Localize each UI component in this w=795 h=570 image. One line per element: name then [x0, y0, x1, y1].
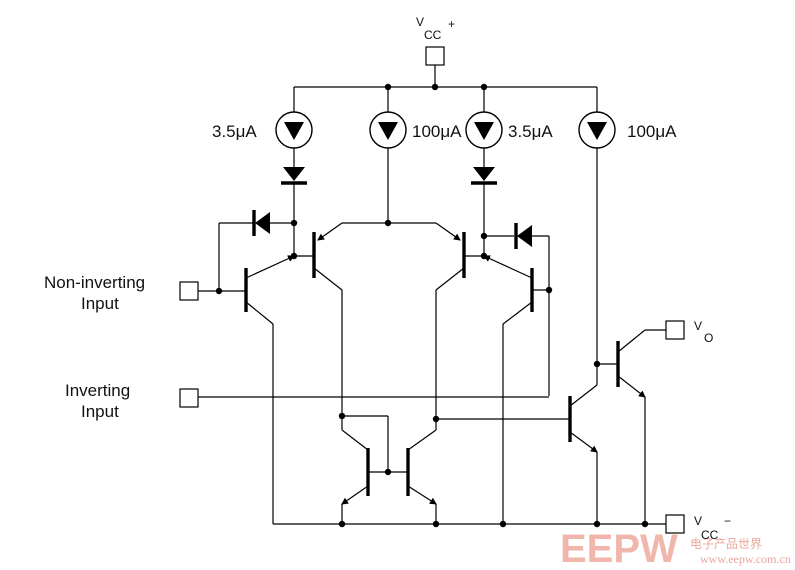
vcc-neg-v: V: [694, 514, 702, 528]
negative-rail: V CC −: [273, 514, 731, 542]
current-source-4: 100μA: [578, 87, 677, 149]
eepw-watermark: EEPW 电子产品世界 www.eepw.com.cn: [560, 527, 791, 570]
inv-label-1: Inverting: [65, 381, 130, 400]
current-source-1: 3.5μA: [212, 87, 313, 149]
noninv-label-2: Input: [81, 294, 119, 313]
right-bias-diodes: [471, 148, 553, 396]
watermark-site: www.eepw.com.cn: [700, 552, 791, 566]
transistor-q1: [244, 255, 295, 524]
non-inverting-input: Non-inverting Input: [44, 273, 246, 313]
vo-sub: O: [704, 331, 713, 345]
input-pair-tail: [342, 148, 436, 227]
current-mirror: [338, 412, 570, 524]
output: V O: [665, 319, 713, 345]
cs1-label: 3.5μA: [212, 122, 257, 141]
current-source-2: 100μA: [369, 87, 462, 149]
transistor-q7: [568, 148, 601, 524]
vcc-pos-pin[interactable]: [425, 46, 445, 66]
transistor-q4: [483, 255, 549, 524]
cs4-label: 100μA: [627, 122, 677, 141]
vcc-neg-sign: −: [724, 514, 731, 528]
cs2-label: 100μA: [412, 122, 462, 141]
vcc-pos-sub: CC: [424, 28, 442, 42]
vcc-pos-sign: +: [448, 17, 455, 31]
vo-pin[interactable]: [665, 320, 685, 340]
inv-input-pin[interactable]: [179, 388, 199, 408]
transistor-q8: [597, 329, 666, 524]
supply-positive: V CC +: [294, 15, 597, 91]
transistor-q2: [294, 222, 343, 416]
watermark-logo: EEPW: [560, 527, 678, 570]
transistor-q3: [435, 222, 484, 419]
vo-v: V: [694, 319, 702, 333]
inv-label-2: Input: [81, 402, 119, 421]
watermark-tagline: 电子产品世界: [690, 537, 762, 551]
vcc-pos-v: V: [416, 15, 424, 29]
cs3-label: 3.5μA: [508, 122, 553, 141]
noninv-label-1: Non-inverting: [44, 273, 145, 292]
inverting-input: Inverting Input: [65, 381, 549, 421]
noninv-input-pin[interactable]: [179, 281, 199, 301]
vcc-neg-sub: CC: [701, 528, 719, 542]
vcc-neg-pin[interactable]: [665, 514, 685, 534]
current-source-3: 3.5μA: [465, 87, 553, 149]
left-bias-diodes: [218, 148, 307, 291]
